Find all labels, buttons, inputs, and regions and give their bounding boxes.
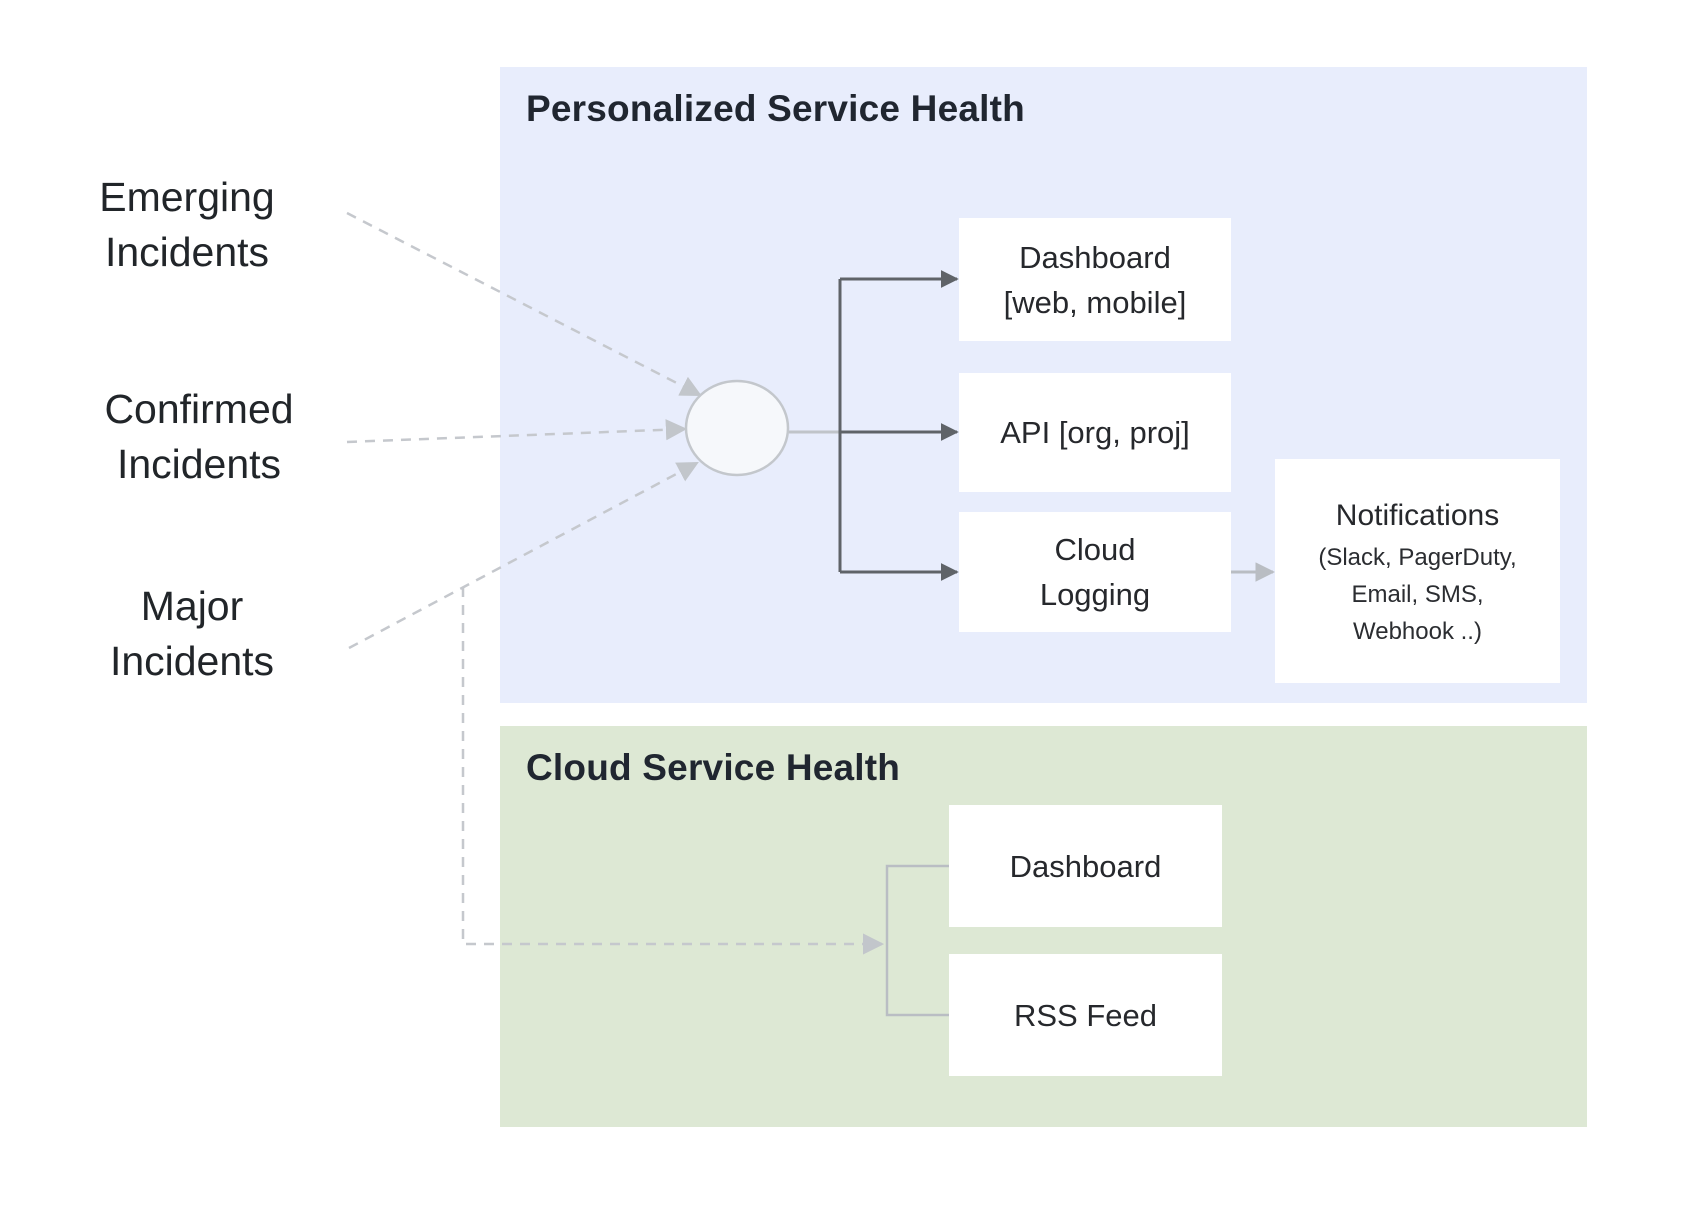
box-label-line: [web, mobile] [1003,284,1187,320]
notifications-box: Notifications (Slack, PagerDuty, Email, … [1275,459,1560,683]
notifications-channels-line: Email, SMS, [1351,581,1484,608]
box-label-line: Dashboard [1009,848,1162,884]
cloud-dashboard-box: Dashboard [949,805,1222,927]
source-label-line: Incidents [109,638,275,684]
source-label-major-incidents: Major Incidents [45,579,339,689]
source-label-confirmed-incidents: Confirmed Incidents [52,382,346,492]
notifications-title: Notifications [1335,499,1500,532]
notifications-channels-line: (Slack, PagerDuty, [1318,544,1517,571]
arrow-emerging-to-hub [346,211,702,397]
cloud-logging-box: Cloud Logging [959,512,1231,632]
source-label-line: Incidents [104,229,270,275]
rss-feed-box: RSS Feed [949,954,1222,1076]
personalized-section-title: Personalized Service Health [526,88,1025,129]
source-label-line: Emerging [99,174,275,220]
notifications-channels-line: Webhook ..) [1353,618,1482,645]
source-label-line: Major [140,583,244,629]
arrow-major-to-cloud-service-health [461,587,885,955]
bracket-to-dashboard-and-rss [885,864,949,1017]
api-box: API [org, proj] [959,373,1231,492]
hub-node [684,379,790,477]
box-label-line: API [org, proj] [1000,415,1190,450]
cloud-section-title: Cloud Service Health [526,747,901,788]
box-label-line: RSS Feed [1013,997,1157,1033]
box-label-line: Logging [1039,577,1151,612]
arrow-major-to-hub [348,461,699,650]
source-label-line: Incidents [116,441,282,487]
arrow-confirmed-to-hub [346,419,688,444]
box-label-line: Cloud [1054,532,1136,567]
source-label-emerging-incidents: Emerging Incidents [40,170,334,280]
dashboard-web-mobile-box: Dashboard [web, mobile] [959,218,1231,341]
source-label-line: Confirmed [104,386,294,432]
box-label-line: Dashboard [1019,239,1171,275]
